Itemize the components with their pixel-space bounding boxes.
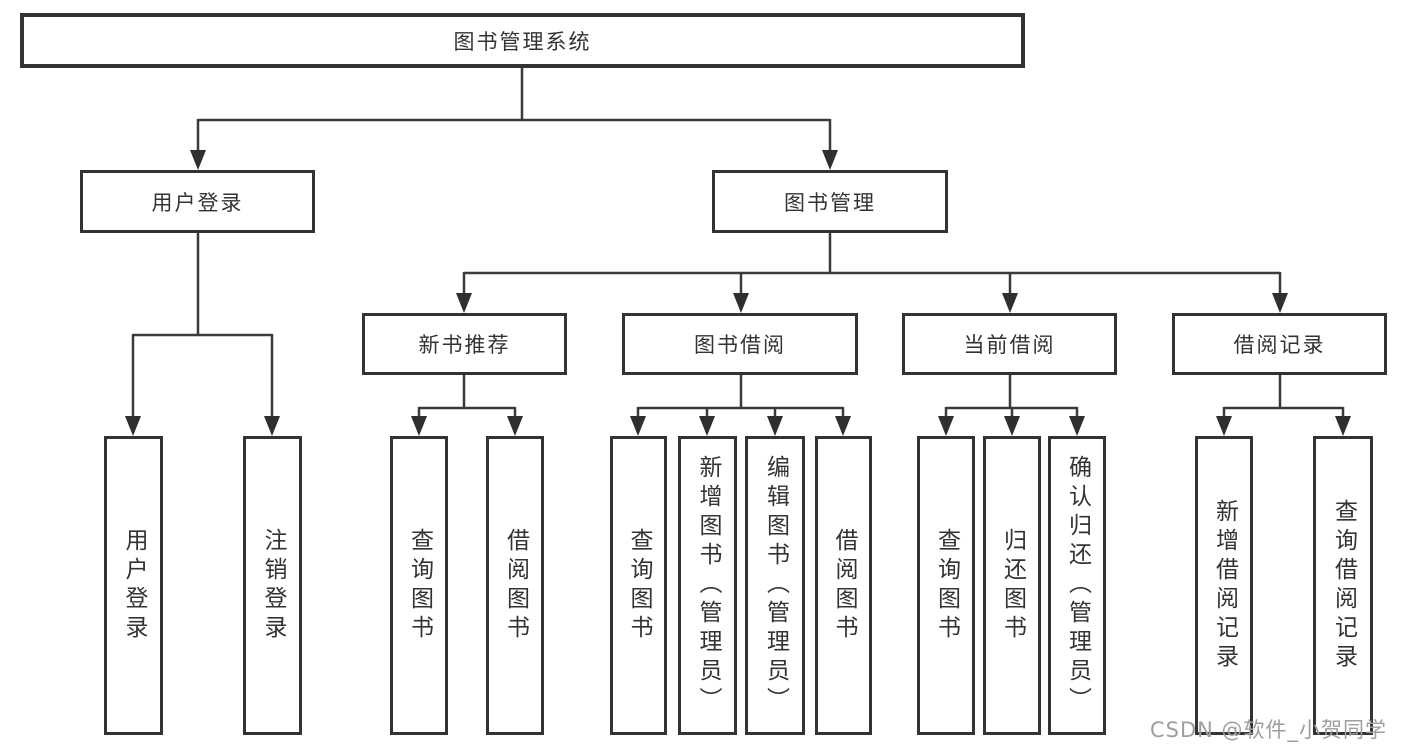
node-label: 图书管理	[784, 190, 876, 215]
node-label: 确认归还（管理员）	[1064, 455, 1091, 716]
node-label: 借阅图书	[502, 527, 529, 644]
node-label: 图书管理系统	[453, 29, 592, 54]
node-label: 用户登录	[121, 527, 147, 644]
node-label: 用户登录	[151, 190, 244, 215]
node-book-borrow: 图书借阅	[622, 313, 858, 375]
leaf-add-books-admin: 新增图书（管理员）	[678, 436, 737, 735]
node-label: 注销登录	[260, 527, 286, 644]
node-new-book-recommend: 新书推荐	[362, 313, 567, 375]
leaf-query-books-3: 查询图书	[917, 436, 975, 735]
leaf-query-books-1: 查询图书	[390, 436, 448, 735]
leaf-logout: 注销登录	[243, 436, 302, 735]
leaf-query-books-2: 查询图书	[610, 436, 667, 735]
node-label: 新增图书（管理员）	[695, 455, 721, 716]
node-label: 查询图书	[626, 527, 652, 644]
node-borrow-records: 借阅记录	[1172, 313, 1387, 375]
node-label: 当前借阅	[963, 333, 1056, 357]
node-label: 借阅图书	[831, 527, 857, 644]
node-label: 新增借阅记录	[1211, 498, 1238, 673]
node-current-borrow: 当前借阅	[902, 313, 1117, 375]
leaf-return-books: 归还图书	[983, 436, 1041, 735]
leaf-edit-books-admin: 编辑图书（管理员）	[745, 436, 805, 735]
leaf-borrow-books-1: 借阅图书	[486, 436, 544, 735]
node-label: 查询图书	[406, 527, 433, 644]
node-label: 新书推荐	[418, 333, 511, 357]
node-book-management: 图书管理	[712, 170, 948, 233]
node-root: 图书管理系统	[20, 13, 1025, 68]
node-label: 查询借阅记录	[1330, 498, 1357, 673]
node-label: 借阅记录	[1233, 333, 1326, 357]
csdn-watermark: CSDN @软件_小贺同学	[1150, 718, 1388, 742]
node-user-login: 用户登录	[80, 170, 315, 233]
leaf-borrow-books-2: 借阅图书	[815, 436, 872, 735]
leaf-query-borrow-record: 查询借阅记录	[1313, 436, 1373, 735]
leaf-add-borrow-record: 新增借阅记录	[1195, 436, 1253, 735]
node-label: 图书借阅	[694, 333, 786, 357]
leaf-user-login: 用户登录	[104, 436, 163, 735]
node-label: 编辑图书（管理员）	[762, 455, 789, 716]
leaf-confirm-return-admin: 确认归还（管理员）	[1048, 436, 1106, 735]
node-label: 归还图书	[999, 527, 1026, 644]
node-label: 查询图书	[933, 527, 960, 644]
